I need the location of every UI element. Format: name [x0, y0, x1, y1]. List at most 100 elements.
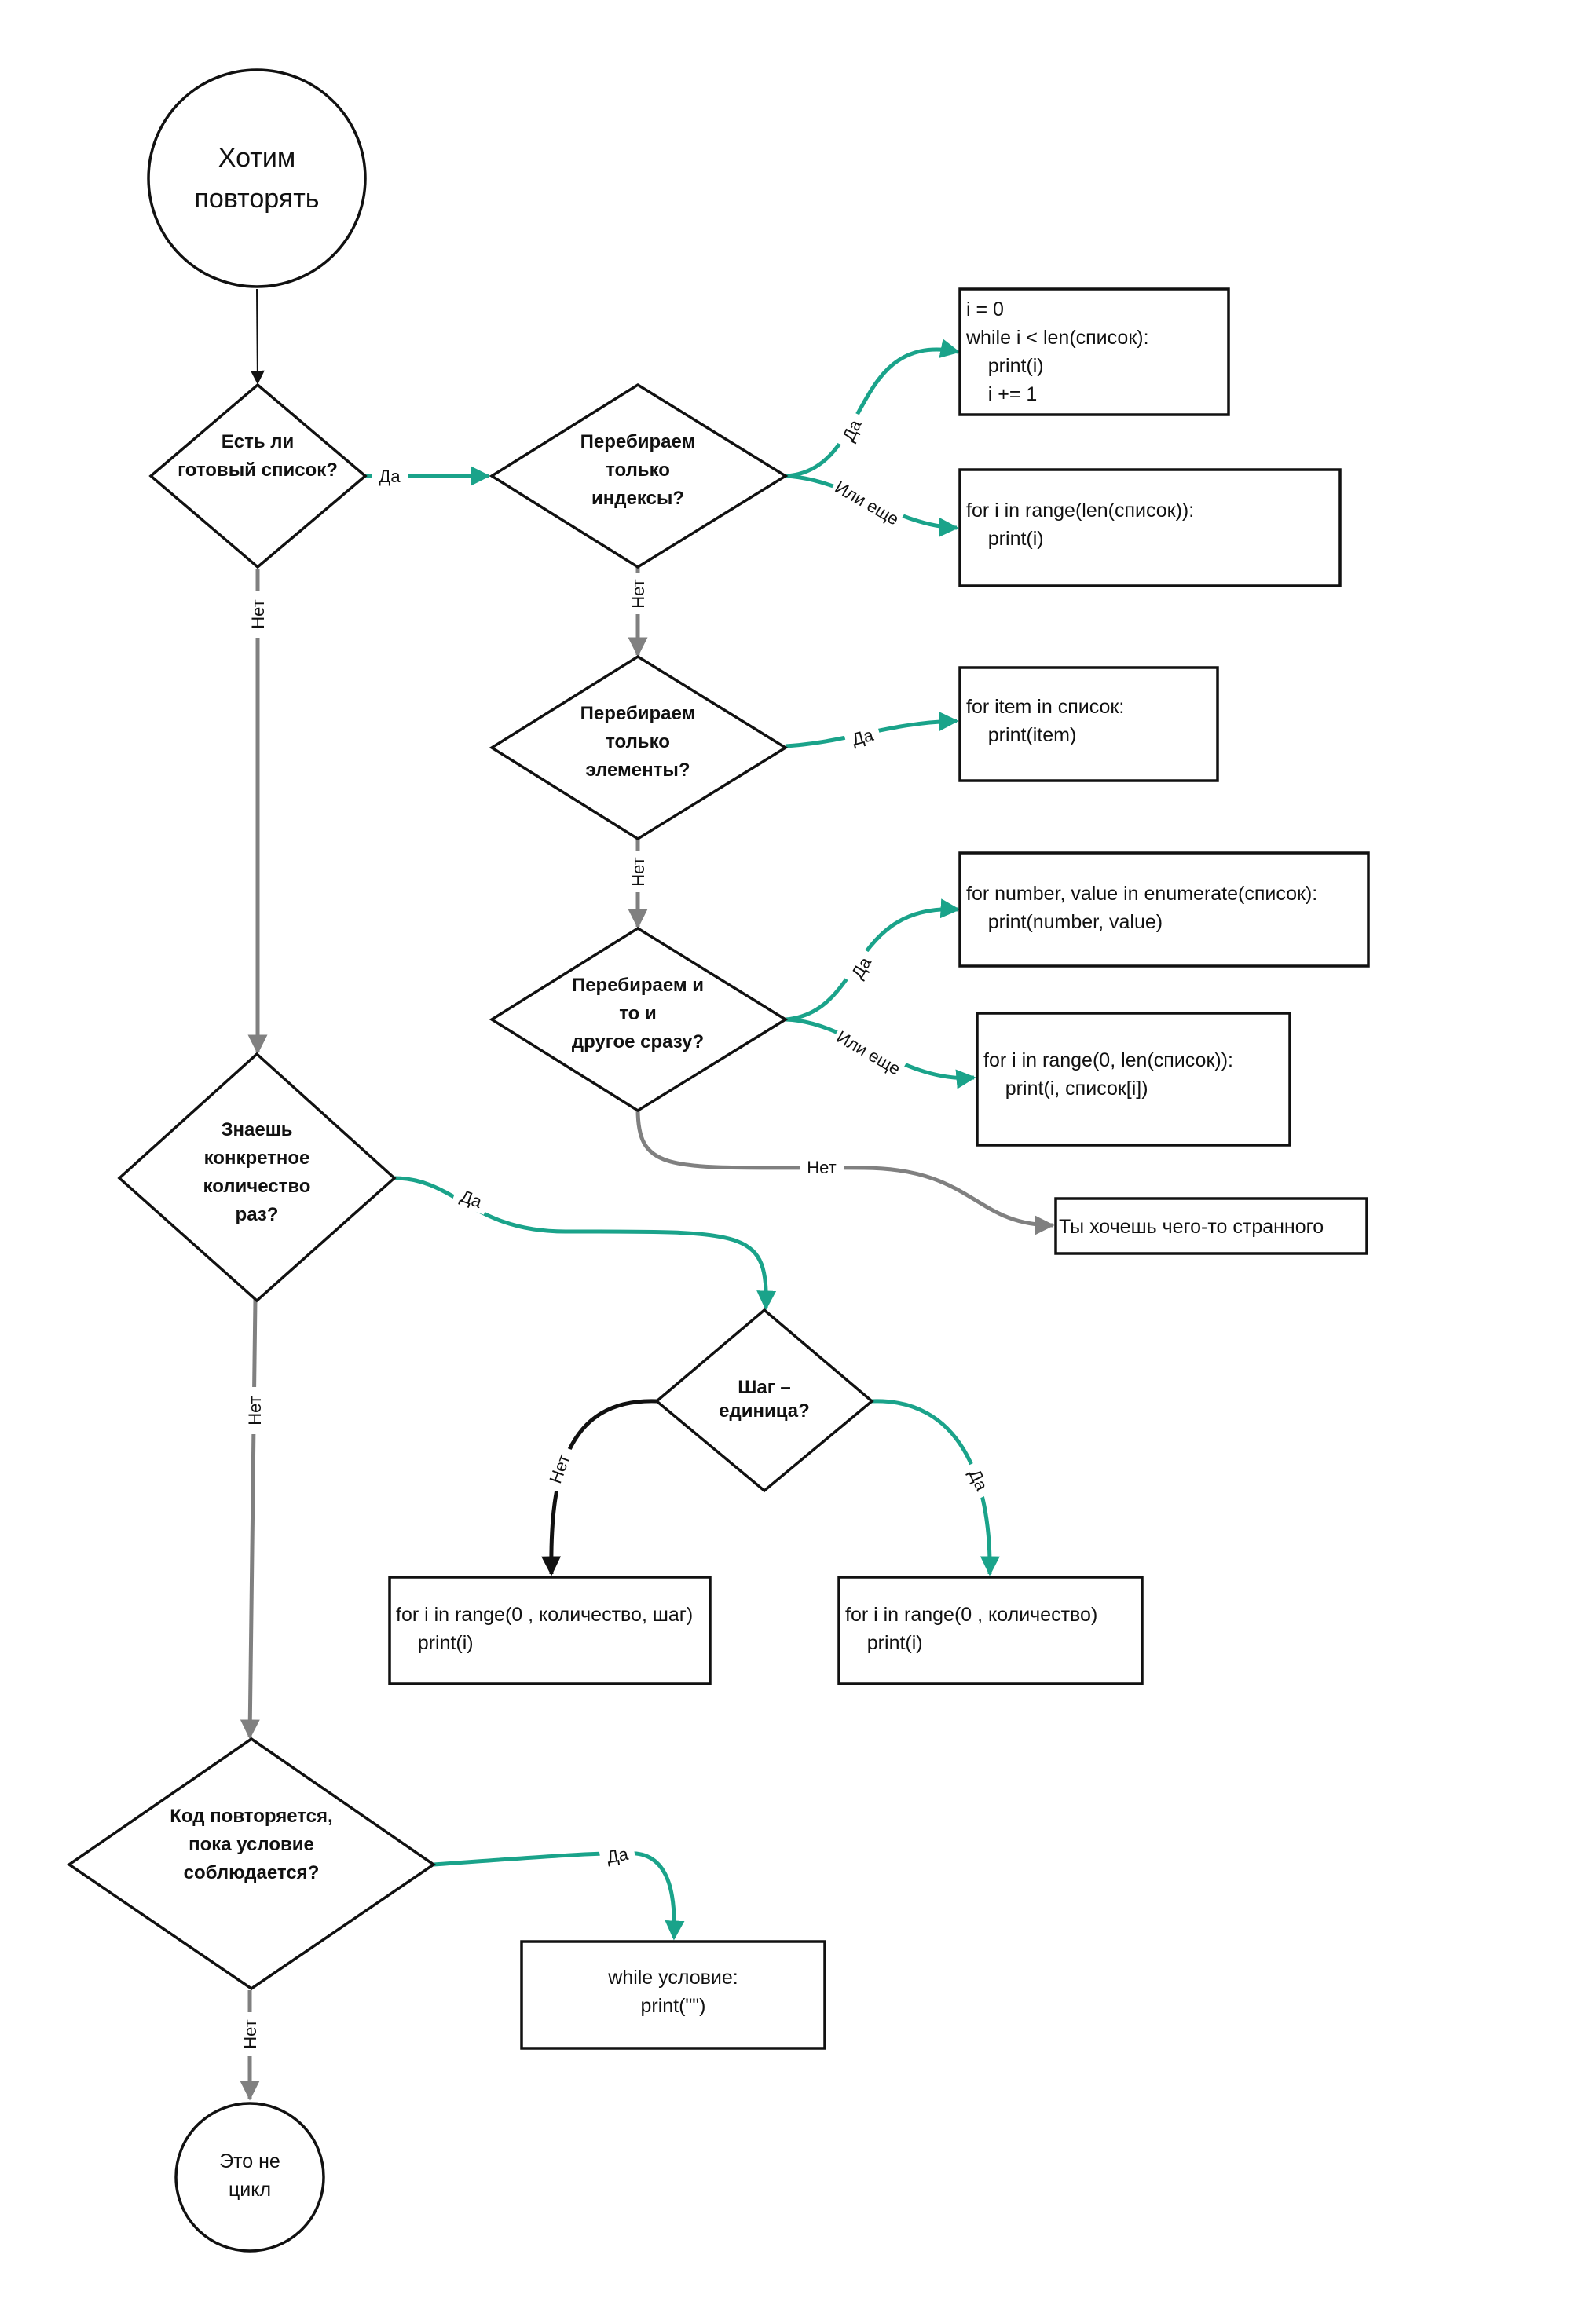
code-box-enumerate: for number, value in enumerate(список): … [958, 851, 1370, 968]
text-line: Знаешь [222, 1119, 293, 1140]
label-count-yes: Да [451, 1182, 492, 1215]
code-box-range-step: for i in range(0 , количество, шаг) prin… [388, 1576, 712, 1685]
label-step-yes: Да [961, 1459, 996, 1500]
strange-box: Ты хочешь чего-то странного [1054, 1197, 1368, 1255]
code-line: print(i) [966, 355, 1044, 377]
text-line: то и [619, 1003, 657, 1024]
code-line: print(i) [396, 1632, 474, 1654]
code-line: i += 1 [966, 383, 1037, 405]
label-list-yes: Да [372, 463, 408, 487]
end-node: Это не цикл [174, 2102, 325, 2253]
text-line: Шаг – [738, 1377, 790, 1398]
text-line: только [606, 459, 670, 481]
code-line: print(i) [845, 1632, 923, 1654]
decision-ready-list-text: Есть ли готовый список? [178, 431, 338, 481]
decision-known-count: Знаешь конкретное количество раз? [117, 1052, 397, 1303]
edge-labels: Да Нет Да Или еще Нет Да Нет Да [239, 410, 996, 2056]
label-both-orelse: Или еще [830, 1023, 907, 1081]
text-line: Есть ли [222, 431, 295, 452]
code-line: for i in range(len(список)): [966, 500, 1194, 522]
svg-text:Да: Да [379, 467, 401, 486]
decision-only-indices-text: Перебираем только индексы? [580, 431, 696, 509]
label-cond-no: Нет [239, 2012, 261, 2056]
code-box-range-both-text: for i in range(0, len(список)): print(i,… [983, 1049, 1233, 1100]
edge-count-no [240, 1298, 260, 1740]
text-line: Это не [219, 2150, 280, 2172]
text-line: только [606, 731, 670, 752]
end-node-text: Это не цикл [219, 2150, 280, 2201]
edge-idx-yes [785, 339, 961, 478]
decision-only-indices: Перебираем только индексы? [489, 382, 789, 569]
code-box-range-len: for i in range(len(список)): print(i) [958, 468, 1342, 587]
label-idx-orelse: Или еще [829, 474, 906, 532]
label-both-no: Нет [800, 1155, 844, 1178]
label-cond-yes: Да [598, 1841, 637, 1869]
label-list-no: Нет [245, 591, 270, 638]
code-box-range-step-text: for i in range(0 , количество, шаг) prin… [396, 1604, 693, 1654]
text-line: раз? [236, 1204, 279, 1225]
code-box-range-count-text: for i in range(0 , количество) print(i) [845, 1604, 1097, 1654]
code-box-range-len-text: for i in range(len(список)): print(i) [966, 500, 1194, 550]
label-elem-yes: Да [843, 721, 882, 752]
code-box-while-index: i = 0 while i < len(список): print(i) i +… [958, 287, 1230, 416]
edge-start-to-list [250, 288, 265, 385]
text-line: готовый список? [178, 459, 338, 481]
text-line: единица? [719, 1400, 810, 1422]
svg-text:Нет: Нет [240, 2019, 260, 2048]
code-line: print(item) [966, 724, 1076, 746]
text-line: Перебираем [580, 431, 696, 452]
code-line: print(i, список[i]) [983, 1078, 1148, 1100]
code-line: for i in range(0, len(список)): [983, 1049, 1233, 1071]
decision-ready-list: Есть ли готовый список? [148, 382, 368, 569]
text-line: повторять [195, 184, 320, 214]
start-node: Хотим повторять [147, 68, 367, 288]
text-line: цикл [229, 2179, 271, 2201]
edge-both-no [635, 1108, 1055, 1235]
decision-known-count-text: Знаешь конкретное количество раз? [203, 1119, 311, 1225]
label-elem-no: Нет [627, 851, 649, 892]
code-line: print("") [640, 1995, 705, 2017]
text-line: элементы? [585, 759, 690, 781]
code-box-item-text: for item in список: print(item) [966, 696, 1124, 746]
decision-step-one: Шаг –единица? [654, 1308, 874, 1493]
code-line: while i < len(список): [965, 327, 1149, 349]
code-box-range-both: for i in range(0, len(список)): print(i,… [976, 1012, 1291, 1147]
svg-text:Нет: Нет [248, 599, 268, 628]
label-count-no: Нет [244, 1387, 265, 1434]
svg-text:Или еще: Или еще [833, 1027, 904, 1078]
text-line: Хотим [218, 143, 295, 173]
edge-step-no [541, 1399, 657, 1576]
code-box-while-condition: while условие: print("") [520, 1940, 826, 2050]
text-line: соблюдается? [184, 1862, 320, 1883]
strange-box-text: Ты хочешь чего-то странного [1059, 1216, 1324, 1238]
edge-cond-yes [433, 1851, 685, 1941]
code-line: for i in range(0 , количество) [845, 1604, 1097, 1626]
text-line: конкретное [204, 1147, 310, 1169]
decision-step-one-text: Шаг –единица? [719, 1377, 810, 1422]
code-line: for i in range(0 , количество, шаг) [396, 1604, 693, 1626]
svg-text:Нет: Нет [628, 579, 648, 608]
code-line: while условие: [607, 1967, 738, 1989]
code-line: print(number, value) [966, 911, 1163, 933]
label-both-yes: Да [842, 946, 880, 989]
text-line: пока условие [189, 1834, 314, 1855]
code-line: for number, value in enumerate(список): [966, 883, 1317, 905]
code-box-while-index-text: i = 0 while i < len(список): print(i) i +… [965, 298, 1149, 405]
code-box-enumerate-text: for number, value in enumerate(список): … [966, 883, 1317, 933]
text-line: Перебираем и [572, 975, 704, 996]
edge-step-yes [871, 1399, 1000, 1576]
svg-text:Нет: Нет [245, 1396, 265, 1425]
code-line: i = 0 [966, 298, 1004, 320]
label-idx-no: Нет [627, 573, 649, 614]
code-box-item: for item in список: print(item) [958, 666, 1219, 782]
text-line: количество [203, 1176, 311, 1197]
text-line: индексы? [591, 488, 684, 509]
svg-text:Или еще: Или еще [832, 477, 903, 529]
start-node-text: Хотим повторять [195, 143, 320, 214]
